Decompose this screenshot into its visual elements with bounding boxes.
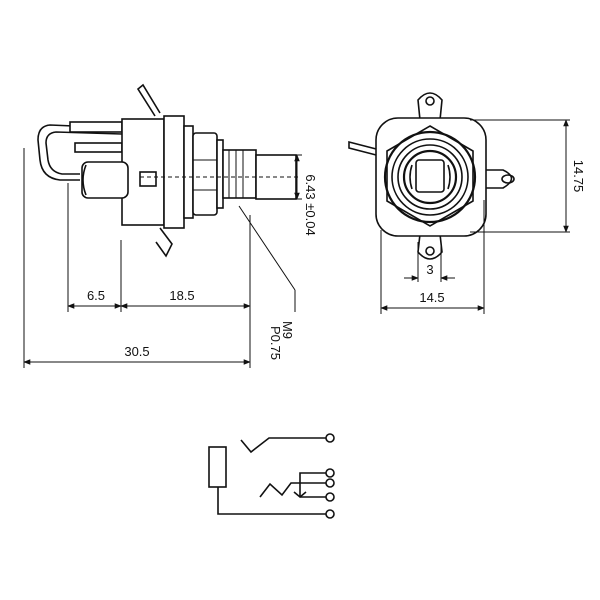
dim-thread-pitch: P0.75: [268, 326, 283, 360]
terminal-sleeve: [325, 509, 335, 519]
solder-tag: [37, 124, 123, 181]
terminal-tip: [325, 433, 335, 443]
circuit-schematic: [208, 433, 335, 519]
dim-bush-diameter: 6.43 ±0.04: [303, 174, 318, 235]
threaded-bush: [222, 149, 257, 199]
terminal-break: [325, 468, 335, 478]
contact-spring-bottom: [155, 227, 173, 258]
mounting-flange: [183, 125, 194, 219]
dim-slot-width: 3: [426, 262, 433, 277]
dim-sleeve-length: 6.5: [87, 288, 105, 303]
front-view: [348, 92, 515, 260]
contact-spring-top: [136, 83, 161, 117]
side-view-dimensions: 6.5 18.5 30.5 6.43 ±0.04 M9 P0.75: [23, 148, 318, 368]
dim-body-width: 14.5: [419, 290, 444, 305]
hex-nut: [192, 132, 218, 216]
terminal-switch: [325, 478, 335, 488]
dim-overall-length: 30.5: [124, 344, 149, 359]
side-view: [37, 83, 300, 312]
plug-symbol: [208, 446, 227, 488]
terminal-normal: [325, 492, 335, 502]
socket-slot: [415, 159, 445, 193]
dim-body-height: 14.75: [571, 160, 586, 193]
contact-plunger: [81, 161, 129, 199]
dim-body-length: 18.5: [169, 288, 194, 303]
front-view-dimensions: 14.75 14.5 3: [380, 119, 586, 314]
dim-thread-size: M9: [280, 321, 295, 339]
